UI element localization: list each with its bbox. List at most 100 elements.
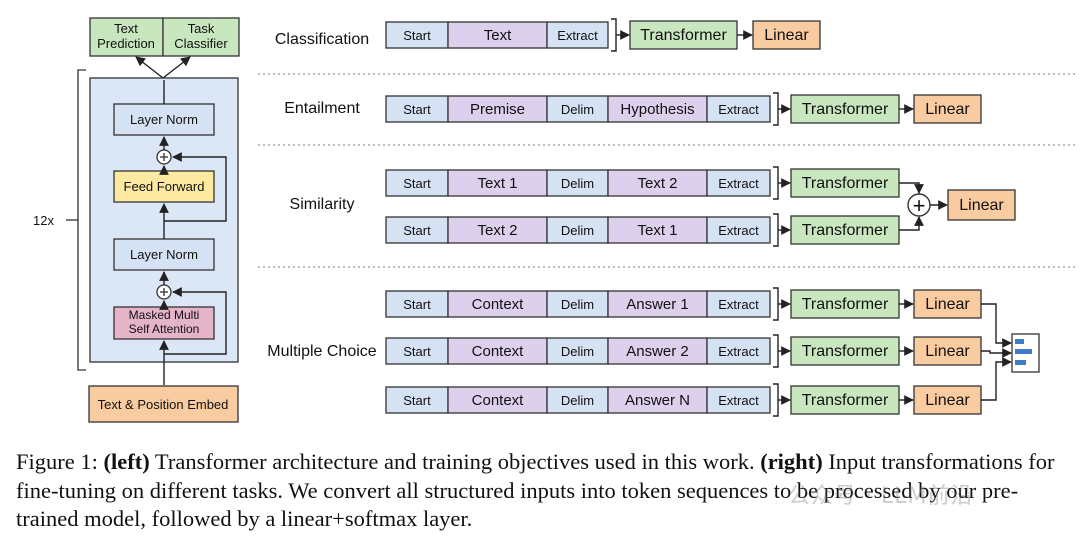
token-start-box	[385, 95, 449, 123]
repeat-bracket	[77, 69, 86, 371]
task-name-classification: Classification	[275, 31, 369, 48]
softmax-icon	[1011, 333, 1040, 373]
text-position-embed-label: Text & Position Embed	[98, 397, 229, 412]
token-extract-box	[706, 169, 771, 197]
token-text-2-label: Text 2	[637, 175, 677, 192]
token-text-1-box	[447, 169, 548, 197]
linear-box	[913, 385, 982, 415]
layer-norm-bottom-box	[113, 238, 215, 271]
transformer-label: Transformer	[802, 343, 889, 360]
token-start-label: Start	[403, 297, 431, 312]
token-text-2-box	[447, 216, 548, 244]
token-extract-label: Extract	[718, 223, 759, 238]
transformer-label: Transformer	[802, 392, 889, 409]
token-extract-label: Extract	[718, 393, 759, 408]
transformer-box	[790, 385, 900, 415]
token-start-label: Start	[403, 176, 431, 191]
input-sequence-row: Start Text 1 Delim Text 2 Extract Transformer	[385, 166, 900, 200]
linear-label: Linear	[925, 343, 970, 360]
layer-norm-bottom-label: Layer Norm	[130, 247, 198, 262]
linear-box	[947, 189, 1016, 221]
token-answer-n-label: Answer N	[625, 392, 690, 409]
token-hypothesis-box	[607, 95, 708, 123]
token-text-label: Text	[484, 27, 512, 44]
token-extract-box	[706, 386, 771, 414]
token-hypothesis-label: Hypothesis	[620, 101, 694, 118]
token-extract-label: Extract	[718, 176, 759, 191]
masked-self-attention-box	[113, 306, 215, 340]
token-start-label: Start	[403, 102, 431, 117]
linear-box	[913, 94, 982, 124]
token-text-box	[447, 21, 548, 49]
token-extract-box	[706, 290, 771, 318]
input-sequence-row: Start Text 2 Delim Text 1 Extract Transformer	[385, 213, 900, 247]
transformer-box	[790, 94, 900, 124]
linear-label: Linear	[925, 296, 970, 313]
token-delim-label: Delim	[561, 223, 594, 238]
transformer-box	[790, 336, 900, 366]
token-start-box	[385, 169, 449, 197]
task-name-entailment: Entailment	[284, 100, 360, 117]
linear-box	[913, 336, 982, 366]
token-extract-label: Extract	[718, 297, 759, 312]
token-delim-label: Delim	[561, 176, 594, 191]
transformer-label: Transformer	[802, 101, 889, 118]
token-start-label: Start	[403, 344, 431, 359]
token-text-1-label: Text 1	[637, 222, 677, 239]
token-extract-box	[706, 337, 771, 365]
token-premise-label: Premise	[470, 101, 525, 118]
token-text-1-label: Text 1	[477, 175, 517, 192]
token-delim-box	[546, 386, 609, 414]
task-entailment: Entailment Start Premise Delim Hypothesis Ext…	[284, 92, 982, 126]
token-delim-label: Delim	[561, 102, 594, 117]
input-sequence-row: Start Context Delim Answer 1 Extract Transfor…	[385, 287, 982, 321]
input-sequence-row: Start Premise Delim Hypothesis Extract Transf…	[385, 92, 982, 126]
caption-left-text: Transformer architecture and training ob…	[149, 449, 761, 474]
feed-forward-label: Feed Forward	[124, 179, 205, 194]
linear-label: Linear	[764, 27, 809, 44]
watermark: 公众号 · LLM前沿	[788, 484, 974, 509]
transformer-label: Transformer	[640, 27, 727, 44]
token-start-label: Start	[403, 223, 431, 238]
caption-right-text: Input transformations for fine-tuning on…	[16, 449, 1055, 531]
token-answer-2-label: Answer 2	[626, 343, 689, 360]
layer-norm-top-label: Layer Norm	[130, 112, 198, 127]
transformer-label: Transformer	[802, 296, 889, 313]
token-extract-label: Extract	[718, 102, 759, 117]
token-context-label: Context	[472, 392, 525, 409]
token-delim-box	[546, 95, 609, 123]
linear-label: Linear	[959, 197, 1004, 214]
text-position-embed-box	[88, 385, 239, 423]
token-extract-box	[706, 95, 771, 123]
caption-left-label: (left)	[103, 449, 150, 474]
token-delim-label: Delim	[561, 393, 594, 408]
linear-label: Linear	[925, 101, 970, 118]
head-text-prediction-box	[89, 17, 164, 57]
head-task-classifier-box	[162, 17, 240, 57]
token-delim-label: Delim	[561, 297, 594, 312]
token-answer-1-label: Answer 1	[626, 296, 689, 313]
token-delim-box	[546, 337, 609, 365]
token-extract-box	[706, 216, 771, 244]
feed-forward-box	[113, 170, 215, 203]
transformer-label: Transformer	[802, 175, 889, 192]
token-delim-label: Delim	[561, 344, 594, 359]
transformer-box	[629, 20, 738, 50]
transformer-box	[790, 215, 900, 245]
token-extract-box	[546, 21, 609, 49]
token-context-label: Context	[472, 296, 525, 313]
transformer-label: Transformer	[802, 222, 889, 239]
token-text-2-label: Text 2	[477, 222, 517, 239]
caption-right-label: (right)	[760, 449, 823, 474]
